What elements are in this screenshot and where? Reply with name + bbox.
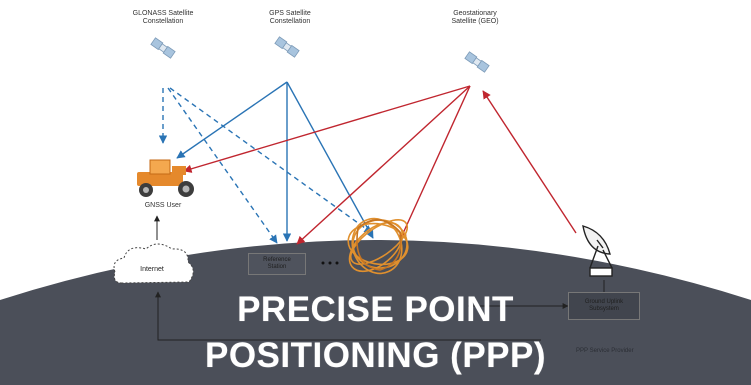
- geo-label: Geostationary Satellite (GEO): [430, 10, 520, 26]
- gps-signals: [176, 81, 374, 242]
- cloud-icon: [113, 243, 194, 284]
- ground-uplink-line1: Ground Uplink: [584, 299, 624, 305]
- ground-uplink-box: Ground Uplink Subsystem: [568, 292, 640, 320]
- page-title-line1: PRECISE POINT: [237, 290, 514, 329]
- satellite-dish-icon: [582, 225, 613, 277]
- gnss-user-label: GNSS User: [144, 202, 182, 209]
- reference-station-line2: Station: [267, 264, 287, 270]
- glonass-signals: [158, 87, 373, 244]
- gps-label-line1: GPS Satellite: [269, 10, 311, 17]
- reference-station-box: Reference Station: [248, 253, 306, 275]
- tractor-icon: [137, 159, 194, 197]
- geo-label-line2: Satellite (GEO): [451, 18, 499, 25]
- station-ellipsis: [321, 261, 339, 265]
- reference-station-line1: Reference: [263, 257, 291, 263]
- geo-signals: [183, 85, 577, 245]
- glonass-label-line2: Constellation: [142, 18, 184, 25]
- internet-label: Internet: [140, 266, 164, 273]
- ground-uplink-line2: Subsystem: [589, 306, 619, 312]
- gps-label-line2: Constellation: [269, 18, 311, 25]
- satellite-icon: [150, 37, 176, 59]
- geo-label-line1: Geostationary: [453, 10, 497, 17]
- ionosphere-icon: [347, 217, 409, 275]
- page-title-line2: POSITIONING (PPP): [204, 336, 547, 375]
- ppp-service-label: PPP Service Provider: [576, 348, 634, 354]
- glonass-label-line1: GLONASS Satellite: [132, 10, 194, 17]
- gps-label: GPS Satellite Constellation: [255, 10, 325, 26]
- satellite-icon: [274, 36, 300, 58]
- ppp-feedback-link: [155, 291, 541, 341]
- satellite-icon: [464, 51, 490, 73]
- glonass-label: GLONASS Satellite Constellation: [118, 10, 208, 26]
